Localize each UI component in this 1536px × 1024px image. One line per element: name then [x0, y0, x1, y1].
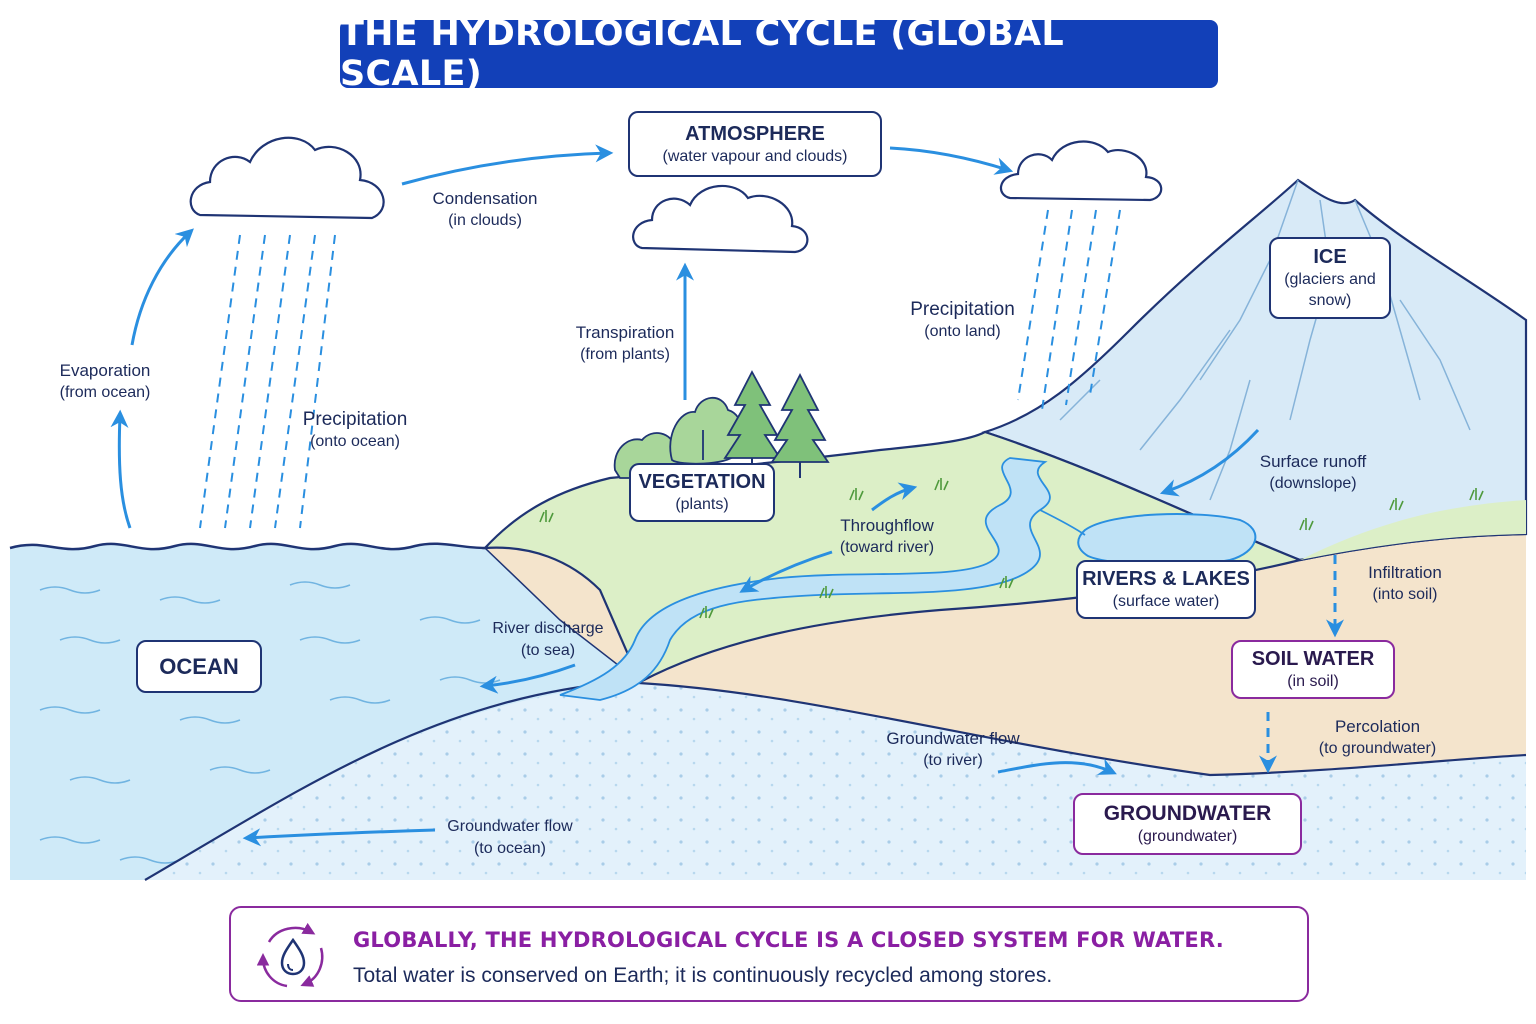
- flow-name: Surface runoff: [1259, 452, 1367, 471]
- groundwater-ocean-label: Groundwater flow (to ocean): [435, 816, 585, 860]
- vegetation-store: VEGETATION (plants): [629, 463, 775, 522]
- store-name: ATMOSPHERE: [685, 122, 825, 145]
- gw-river-arrow: [997, 758, 1117, 775]
- footer-text: Total water is conserved on Earth; it is…: [353, 964, 1053, 987]
- surface-runoff-label: Surface runoff (downslope): [1248, 451, 1378, 495]
- recycle-arrows-icon: [256, 922, 324, 988]
- cloud-icon: [189, 136, 385, 220]
- flow-name: River discharge: [492, 620, 604, 637]
- ocean-store: OCEAN: [136, 640, 262, 693]
- flow-arrows: [110, 144, 1260, 847]
- ocean-water: [10, 543, 640, 880]
- percolation-label: Percolation (to groundwater): [1310, 716, 1445, 760]
- flow-sub: (from plants): [580, 346, 670, 363]
- store-sub: (glaciers and: [1284, 271, 1376, 288]
- store-sub: (surface water): [1112, 593, 1220, 610]
- cloud-icon: [1000, 140, 1163, 202]
- infiltration-label: Infiltration (into soil): [1350, 562, 1460, 606]
- surface-runoff-arrow: [1159, 428, 1260, 497]
- page-title: THE HYDROLOGICAL CYCLE (GLOBAL SCALE): [340, 14, 1218, 94]
- precipitation-ocean-label: Precipitation (onto ocean): [290, 409, 420, 453]
- flow-name: Evaporation: [59, 361, 151, 380]
- precipitation-land-label: Precipitation (onto land): [895, 299, 1030, 343]
- river: [559, 457, 1051, 701]
- atmosphere-to-land-cloud-arrow: [889, 146, 1014, 175]
- flow-name: Condensation: [432, 189, 538, 208]
- condensation-label: Condensation (in clouds): [410, 188, 560, 232]
- flow-sub: (to sea): [520, 642, 576, 659]
- flow-sub: (onto ocean): [310, 433, 400, 450]
- flow-name: Precipitation: [302, 409, 408, 430]
- grass-tufts: [539, 478, 1484, 619]
- evaporation-arrow-lower: [110, 409, 132, 529]
- flow-name: Precipitation: [910, 299, 1015, 320]
- ocean-surface-line: [9, 542, 486, 551]
- closed-system-footer: GLOBALLY, THE HYDROLOGICAL CYCLE IS A CL…: [229, 906, 1309, 1002]
- store-sub: (water vapour and clouds): [662, 147, 848, 165]
- flow-name: Transpiration: [575, 323, 675, 342]
- flow-name: Infiltration: [1368, 563, 1442, 582]
- lake: [1077, 513, 1257, 566]
- throughflow-arrow-lower: [739, 550, 833, 593]
- river-discharge-label: River discharge (to sea): [478, 618, 618, 662]
- rivers-lakes-store: RIVERS & LAKES (surface water): [1076, 560, 1256, 619]
- flow-name: Groundwater flow: [886, 729, 1020, 748]
- river-discharge-arrow: [479, 663, 576, 694]
- flow-sub: (toward river): [839, 539, 935, 556]
- store-name: VEGETATION: [638, 471, 766, 493]
- cloud-icon: [632, 184, 809, 254]
- dashed-flow-arrows: [1259, 555, 1344, 774]
- soil-water-store: SOIL WATER (in soil): [1231, 640, 1395, 699]
- store-name: ICE: [1313, 246, 1347, 268]
- store-name: RIVERS & LAKES: [1082, 568, 1250, 590]
- store-name: OCEAN: [159, 653, 239, 679]
- ocean-wave-marks: [39, 581, 501, 864]
- store-sub: (in soil): [1287, 673, 1339, 690]
- store-name: GROUNDWATER: [1103, 801, 1272, 825]
- store-name: SOIL WATER: [1251, 648, 1375, 670]
- store-sub: (groundwater): [1137, 827, 1238, 845]
- ice-store: ICE (glaciers and snow): [1269, 237, 1391, 319]
- flow-sub: (onto land): [924, 323, 1001, 340]
- flow-name: Throughflow: [840, 516, 934, 535]
- throughflow-arrow-upper: [871, 482, 918, 512]
- condensation-arrow: [401, 144, 614, 186]
- throughflow-label: Throughflow (toward river): [822, 515, 952, 559]
- flow-name: Groundwater flow: [447, 818, 573, 835]
- store-sub: (plants): [675, 496, 729, 513]
- flow-sub: (to groundwater): [1318, 740, 1437, 757]
- gw-ocean-arrow: [242, 828, 436, 847]
- flow-sub: (to ocean): [473, 840, 547, 857]
- flow-sub: (from ocean): [59, 384, 151, 401]
- flow-sub: (to river): [923, 752, 983, 769]
- flow-name: Percolation: [1334, 717, 1421, 736]
- transpiration-label: Transpiration (from plants): [560, 322, 690, 366]
- evaporation-label: Evaporation (from ocean): [30, 360, 180, 404]
- flow-sub: (into soil): [1372, 586, 1438, 603]
- atmosphere-store: ATMOSPHERE (water vapour and clouds): [628, 111, 882, 177]
- flow-sub: (downslope): [1269, 475, 1357, 492]
- rain-over-ocean: [199, 234, 336, 529]
- groundwater-river-label: Groundwater flow (to river): [878, 728, 1028, 772]
- groundwater-store: GROUNDWATER (groundwater): [1073, 793, 1302, 855]
- evaporation-arrow-upper: [130, 228, 194, 346]
- water-drop-icon: [280, 937, 306, 976]
- footer-headline: GLOBALLY, THE HYDROLOGICAL CYCLE IS A CL…: [353, 928, 1224, 952]
- soil-layer: [620, 534, 1526, 775]
- flow-sub: (in clouds): [448, 212, 522, 229]
- rain-over-land: [1017, 209, 1121, 411]
- store-sub: snow): [1308, 292, 1352, 309]
